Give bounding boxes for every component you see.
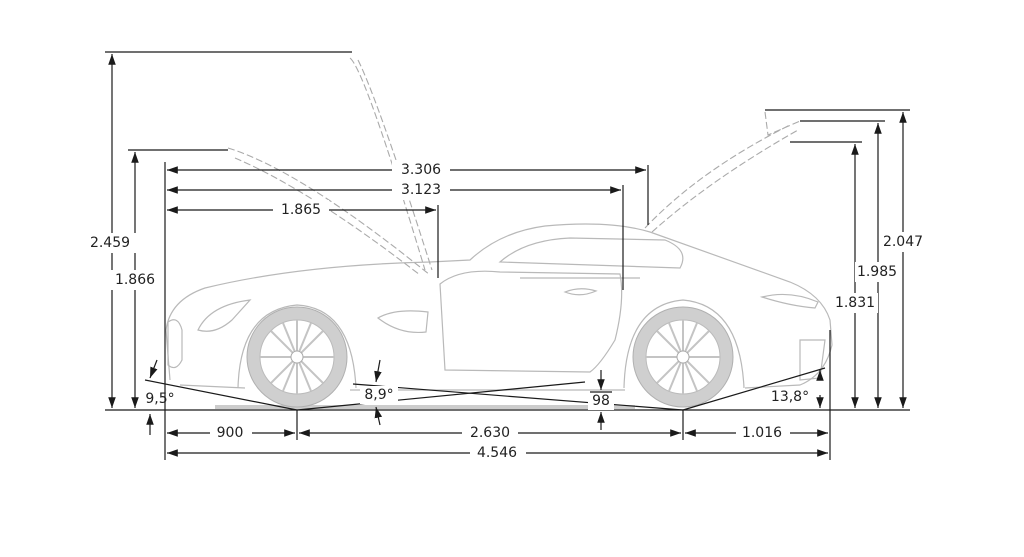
door-outline	[439, 270, 623, 373]
label-front-overhang: 900	[217, 425, 244, 441]
car-illustration	[165, 57, 833, 409]
open-tailgate-outline	[644, 111, 801, 233]
label-departure-angle: 13,8°	[771, 389, 809, 405]
label-ground-clearance: 98	[592, 393, 610, 409]
label-approach-angle: 9,5°	[145, 391, 174, 407]
label-rear-overhang: 1.016	[742, 425, 782, 441]
label-overall-length: 4.546	[477, 445, 517, 461]
label-wheelbase: 2.630	[470, 425, 510, 441]
label-ramp-angle: 8,9°	[364, 387, 393, 403]
label-height-hood-open: 2.459	[90, 235, 130, 251]
dimension-labels: 2.459 1.866 3.306 3.123 1.865 2.047 1.98…	[84, 160, 928, 463]
label-height-tailgate-edge: 1.831	[835, 295, 875, 311]
front-wheel	[246, 306, 348, 408]
rear-wheel	[632, 306, 734, 408]
side-vent	[376, 310, 429, 334]
label-length-tailgate-hinge: 3.306	[401, 162, 441, 178]
window-outline	[498, 237, 684, 279]
front-grille	[167, 319, 183, 369]
label-length-b-pillar: 3.123	[401, 182, 441, 198]
label-height-tailgate-max: 2.047	[883, 234, 923, 250]
extension-lines	[105, 51, 910, 460]
rear-wheel-arch	[623, 299, 745, 389]
door-handle	[563, 288, 598, 296]
ground-shadow	[215, 405, 635, 409]
label-length-a-pillar: 1.865	[281, 202, 321, 218]
open-hood-outline	[227, 57, 433, 276]
headlight	[197, 299, 252, 332]
label-height-front: 1.866	[115, 272, 155, 288]
front-wheel-arch	[237, 304, 357, 389]
taillight	[759, 293, 819, 309]
label-height-tailgate-mid: 1.985	[857, 264, 897, 280]
